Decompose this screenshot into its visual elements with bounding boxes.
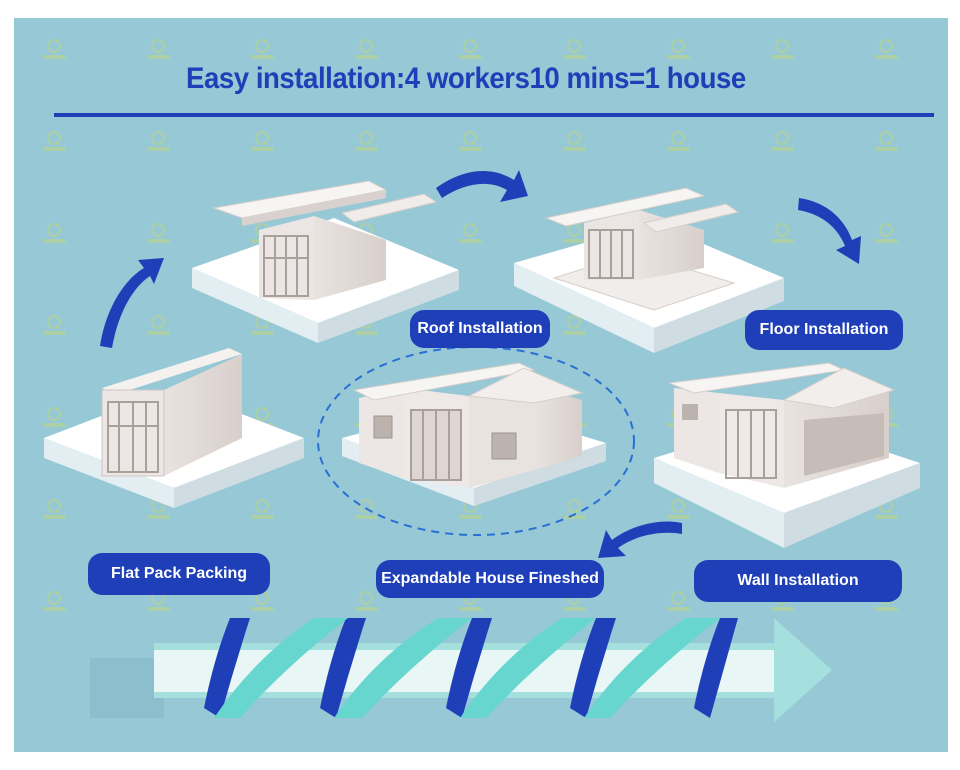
leaf-logo-icon — [460, 223, 482, 243]
curved-arrow-icon-2 — [436, 170, 528, 202]
leaf-logo-icon — [564, 223, 586, 243]
house-floor-install — [544, 187, 740, 311]
house-roof-install — [212, 180, 438, 300]
curved-arrow-icon-1 — [100, 258, 164, 348]
leaf-logo-icon — [356, 499, 378, 519]
leaf-logo-icon — [564, 315, 586, 335]
leaf-logo-icon — [564, 499, 586, 519]
leaf-logo-icon — [44, 315, 66, 335]
leaf-logo-icon — [668, 499, 690, 519]
curved-arrow-icon-4 — [598, 521, 682, 558]
leaf-logo-icon — [772, 39, 794, 59]
leaf-logo-icon — [460, 39, 482, 59]
leaf-logo-icon — [668, 131, 690, 151]
leaf-logo-icon — [876, 131, 898, 151]
leaf-logo-icon — [44, 591, 66, 611]
house-expandable — [352, 362, 584, 488]
label-floor-installation: Floor Installation — [745, 310, 903, 350]
leaf-logo-icon — [44, 131, 66, 151]
leaf-logo-icon — [668, 591, 690, 611]
progress-spiral-arrow — [90, 618, 832, 722]
curved-arrow-icon-3 — [798, 198, 861, 264]
leaf-logo-icon — [564, 39, 586, 59]
leaf-logo-icon — [460, 131, 482, 151]
house-flat-pack — [101, 348, 242, 477]
leaf-logo-icon — [44, 407, 66, 427]
leaf-logo-icon — [252, 131, 274, 151]
leaf-logo-icon — [148, 315, 170, 335]
leaf-logo-icon — [772, 223, 794, 243]
leaf-logo-icon — [668, 39, 690, 59]
leaf-logo-icon — [148, 39, 170, 59]
title-divider — [54, 113, 934, 117]
leaf-logo-icon — [44, 39, 66, 59]
label-expandable-house-fineshed: Expandable House Fineshed — [376, 560, 604, 598]
leaf-logo-icon — [772, 131, 794, 151]
leaf-logo-icon — [252, 39, 274, 59]
leaf-logo-icon — [252, 499, 274, 519]
label-wall-installation: Wall Installation — [694, 560, 902, 602]
label-roof-installation: Roof Installation — [410, 310, 550, 348]
page-title: Easy installation:4 workers10 mins=1 hou… — [186, 62, 746, 95]
leaf-logo-icon — [876, 39, 898, 59]
leaf-logo-icon — [148, 223, 170, 243]
leaf-logo-icon — [44, 499, 66, 519]
label-flat-pack-packing: Flat Pack Packing — [88, 553, 270, 595]
illustration-scene — [44, 39, 920, 722]
leaf-logo-icon — [44, 223, 66, 243]
leaf-logo-icon — [356, 39, 378, 59]
leaf-logo-icon — [876, 223, 898, 243]
leaf-logo-icon — [356, 591, 378, 611]
house-wall-install — [668, 362, 896, 488]
infographic-panel: Easy installation:4 workers10 mins=1 hou… — [14, 18, 948, 752]
leaf-logo-icon — [356, 131, 378, 151]
leaf-logo-icon — [148, 131, 170, 151]
flow-arrows — [100, 170, 861, 558]
leaf-logo-icon — [564, 131, 586, 151]
